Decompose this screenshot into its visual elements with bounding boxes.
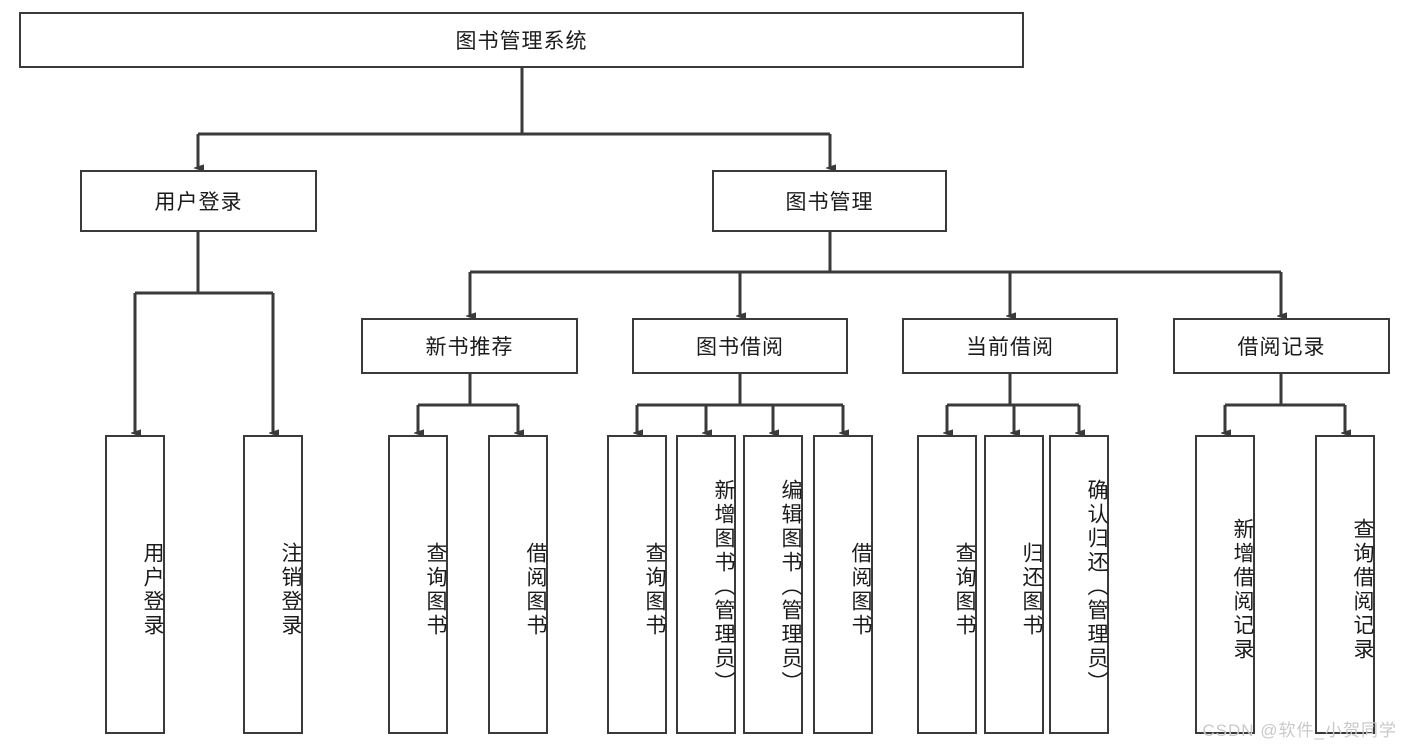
node-root[interactable]: 图书管理系统 [19,12,1024,68]
node-new-book-recommend-label: 新书推荐 [425,336,514,359]
node-current-borrow[interactable]: 当前借阅 [902,318,1118,374]
leaf-query-book-current[interactable]: 查询图书 [917,435,977,734]
leaf-add-borrow-record-label: 新增借阅记录 [1231,517,1254,662]
leaf-confirm-return[interactable]: 确认归还（管理员） [1049,435,1109,734]
leaf-return-book[interactable]: 归还图书 [984,435,1044,734]
leaf-add-book[interactable]: 新增图书（管理员） [676,435,736,734]
leaf-confirm-return-label: 确认归还（管理员） [1085,478,1108,695]
node-user-login[interactable]: 用户登录 [80,170,317,232]
leaf-borrow-book-rec-label: 借阅图书 [524,541,547,638]
leaf-edit-book-label: 编辑图书（管理员） [779,478,802,695]
watermark: CSDN @软件_小贺同学 [1202,721,1397,740]
node-current-borrow-label: 当前借阅 [966,336,1054,359]
leaf-user-logout-label: 注销登录 [279,541,302,638]
leaf-add-book-label: 新增图书（管理员） [712,478,735,695]
leaf-borrow-book[interactable]: 借阅图书 [813,435,873,734]
leaf-add-borrow-record[interactable]: 新增借阅记录 [1195,435,1255,734]
leaf-user-login[interactable]: 用户登录 [105,435,165,734]
node-new-book-recommend[interactable]: 新书推荐 [361,318,578,374]
leaf-query-book-borrow-label: 查询图书 [643,541,666,638]
leaf-query-borrow-record-label: 查询借阅记录 [1351,517,1374,662]
node-root-label: 图书管理系统 [455,30,588,53]
leaf-query-book-rec[interactable]: 查询图书 [388,435,448,734]
node-borrow-record[interactable]: 借阅记录 [1173,318,1390,374]
leaf-query-book-rec-label: 查询图书 [424,541,447,638]
node-book-borrow[interactable]: 图书借阅 [632,318,848,374]
leaf-query-book-borrow[interactable]: 查询图书 [607,435,667,734]
leaf-borrow-book-label: 借阅图书 [849,541,872,638]
node-book-borrow-label: 图书借阅 [696,336,784,359]
leaf-return-book-label: 归还图书 [1020,541,1043,638]
leaf-user-logout[interactable]: 注销登录 [243,435,303,734]
node-user-login-label: 用户登录 [154,191,243,214]
node-book-manage[interactable]: 图书管理 [712,170,947,232]
leaf-borrow-book-rec[interactable]: 借阅图书 [488,435,548,734]
leaf-edit-book[interactable]: 编辑图书（管理员） [743,435,803,734]
node-book-manage-label: 图书管理 [785,191,874,214]
leaf-user-login-label: 用户登录 [141,541,164,638]
node-borrow-record-label: 借阅记录 [1237,336,1326,359]
leaf-query-book-current-label: 查询图书 [953,541,976,638]
leaf-query-borrow-record[interactable]: 查询借阅记录 [1315,435,1375,734]
